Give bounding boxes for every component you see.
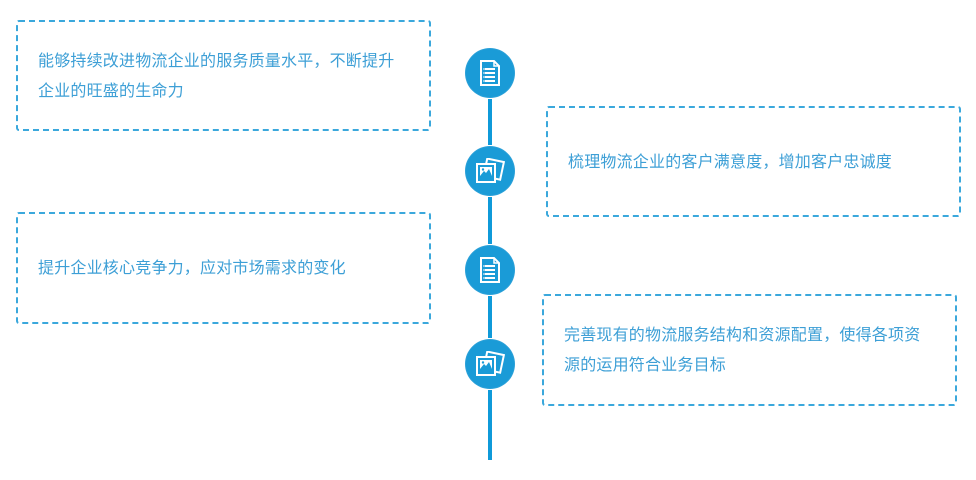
document-list-icon <box>479 257 501 283</box>
timeline-node <box>466 340 514 388</box>
timeline-item-box: 梳理物流企业的客户满意度，增加客户忠诚度 <box>546 106 961 217</box>
timeline-node <box>466 246 514 294</box>
timeline-item-box: 完善现有的物流服务结构和资源配置，使得各项资源的运用符合业务目标 <box>542 294 957 406</box>
timeline-connector <box>488 390 492 460</box>
photos-icon <box>475 351 505 377</box>
timeline-node <box>466 49 514 97</box>
timeline-connector <box>488 99 492 145</box>
document-list-icon <box>479 60 501 86</box>
timeline-item-text: 能够持续改进物流企业的服务质量水平，不断提升企业的旺盛的生命力 <box>38 50 395 100</box>
timeline-item-text: 提升企业核心竞争力，应对市场需求的变化 <box>38 258 346 277</box>
timeline-item-text: 梳理物流企业的客户满意度，增加客户忠诚度 <box>568 151 893 171</box>
timeline-item-box: 提升企业核心竞争力，应对市场需求的变化 <box>16 212 431 324</box>
timeline-connector <box>488 296 492 338</box>
timeline-connector <box>488 197 492 244</box>
timeline-node <box>466 147 514 195</box>
timeline-item-text: 完善现有的物流服务结构和资源配置，使得各项资源的运用符合业务目标 <box>564 325 921 374</box>
photos-icon <box>475 158 505 184</box>
timeline-item-box: 能够持续改进物流企业的服务质量水平，不断提升企业的旺盛的生命力 <box>16 20 431 131</box>
